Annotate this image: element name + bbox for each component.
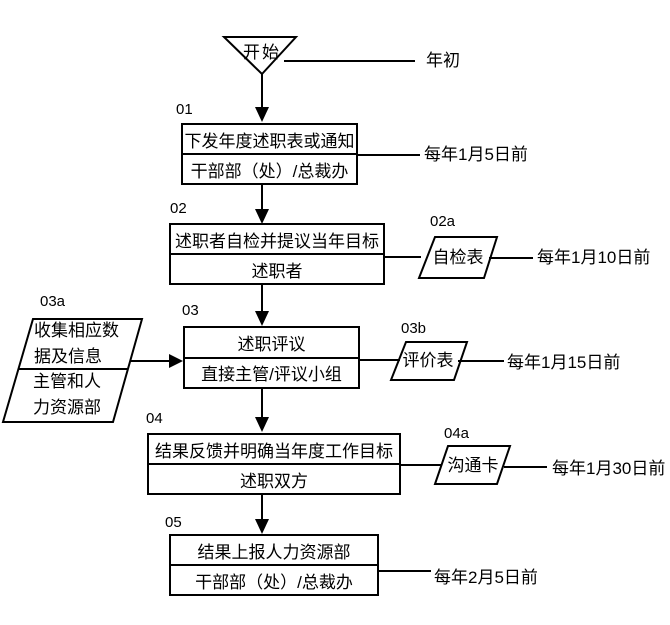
step-03-task: 述职评议 bbox=[185, 328, 358, 359]
arrowhead-04-to-05 bbox=[255, 519, 269, 534]
input-03a-owner-line2: 力资源部 bbox=[33, 398, 101, 417]
input-03a-task: 收集相应数 据及信息 bbox=[34, 318, 119, 370]
process-box-02: 述职者自检并提议当年目标 述职者 bbox=[169, 223, 385, 285]
start-timing-annotation: 年初 bbox=[426, 51, 460, 70]
document-label-03b: 评价表 bbox=[402, 351, 454, 370]
document-parallelogram-04a bbox=[433, 445, 512, 485]
step-id-01: 01 bbox=[176, 101, 193, 118]
step-03-timing-annotation: 每年1月15日前 bbox=[507, 353, 621, 372]
arrowhead-start-to-01 bbox=[255, 107, 269, 122]
step-id-03: 03 bbox=[182, 302, 199, 319]
arrowhead-02-to-03 bbox=[255, 311, 269, 326]
step-04-timing-annotation: 每年1月30日前 bbox=[552, 459, 666, 478]
step-01-task: 下发年度述职表或通知 bbox=[183, 125, 356, 155]
arrowhead-01-to-02 bbox=[255, 209, 269, 224]
process-box-05: 结果上报人力资源部 干部部（处）/总裁办 bbox=[169, 534, 379, 596]
document-label-04a: 沟通卡 bbox=[447, 456, 499, 475]
process-box-04: 结果反馈并明确当年度工作目标 述职双方 bbox=[147, 433, 401, 495]
step-04-task: 结果反馈并明确当年度工作目标 bbox=[149, 435, 399, 465]
step-02-timing-annotation: 每年1月10日前 bbox=[537, 248, 651, 267]
arrowhead-03-to-04 bbox=[255, 417, 269, 432]
input-03a-task-line2: 据及信息 bbox=[34, 347, 102, 366]
document-id-03b: 03b bbox=[401, 320, 427, 337]
input-id-03a: 03a bbox=[40, 293, 66, 310]
document-parallelogram-02a bbox=[417, 236, 499, 279]
input-03a-owner: 主管和人 力资源部 bbox=[33, 369, 101, 421]
step-04-owner: 述职双方 bbox=[240, 471, 308, 491]
document-label-02a: 自检表 bbox=[432, 248, 484, 267]
step-02-task: 述职者自检并提议当年目标 bbox=[171, 225, 383, 255]
arrowhead-03a-to-03 bbox=[169, 354, 183, 368]
step-02-owner: 述职者 bbox=[251, 261, 303, 281]
input-03a-task-line1: 收集相应数 bbox=[34, 321, 119, 340]
step-id-02: 02 bbox=[170, 200, 187, 217]
document-parallelogram-03b bbox=[389, 341, 469, 381]
start-label: 开始 bbox=[243, 43, 281, 62]
step-05-timing-annotation: 每年2月5日前 bbox=[434, 568, 538, 587]
step-id-04: 04 bbox=[146, 410, 163, 427]
input-parallelogram-03a bbox=[1, 318, 144, 423]
step-01-timing-annotation: 每年1月5日前 bbox=[424, 145, 528, 164]
document-id-02a: 02a bbox=[430, 213, 456, 230]
step-03-owner: 直接主管/评议小组 bbox=[201, 365, 342, 385]
start-triangle bbox=[221, 36, 299, 76]
document-id-04a: 04a bbox=[444, 425, 470, 442]
step-id-05: 05 bbox=[165, 514, 182, 531]
step-05-task: 结果上报人力资源部 bbox=[171, 536, 377, 566]
step-01-owner: 干部部（处）/总裁办 bbox=[190, 161, 349, 181]
step-05-owner: 干部部（处）/总裁办 bbox=[195, 572, 353, 592]
process-box-01: 下发年度述职表或通知 干部部（处）/总裁办 bbox=[181, 123, 358, 185]
process-box-03: 述职评议 直接主管/评议小组 bbox=[183, 326, 360, 389]
input-03a-owner-line1: 主管和人 bbox=[33, 372, 101, 391]
